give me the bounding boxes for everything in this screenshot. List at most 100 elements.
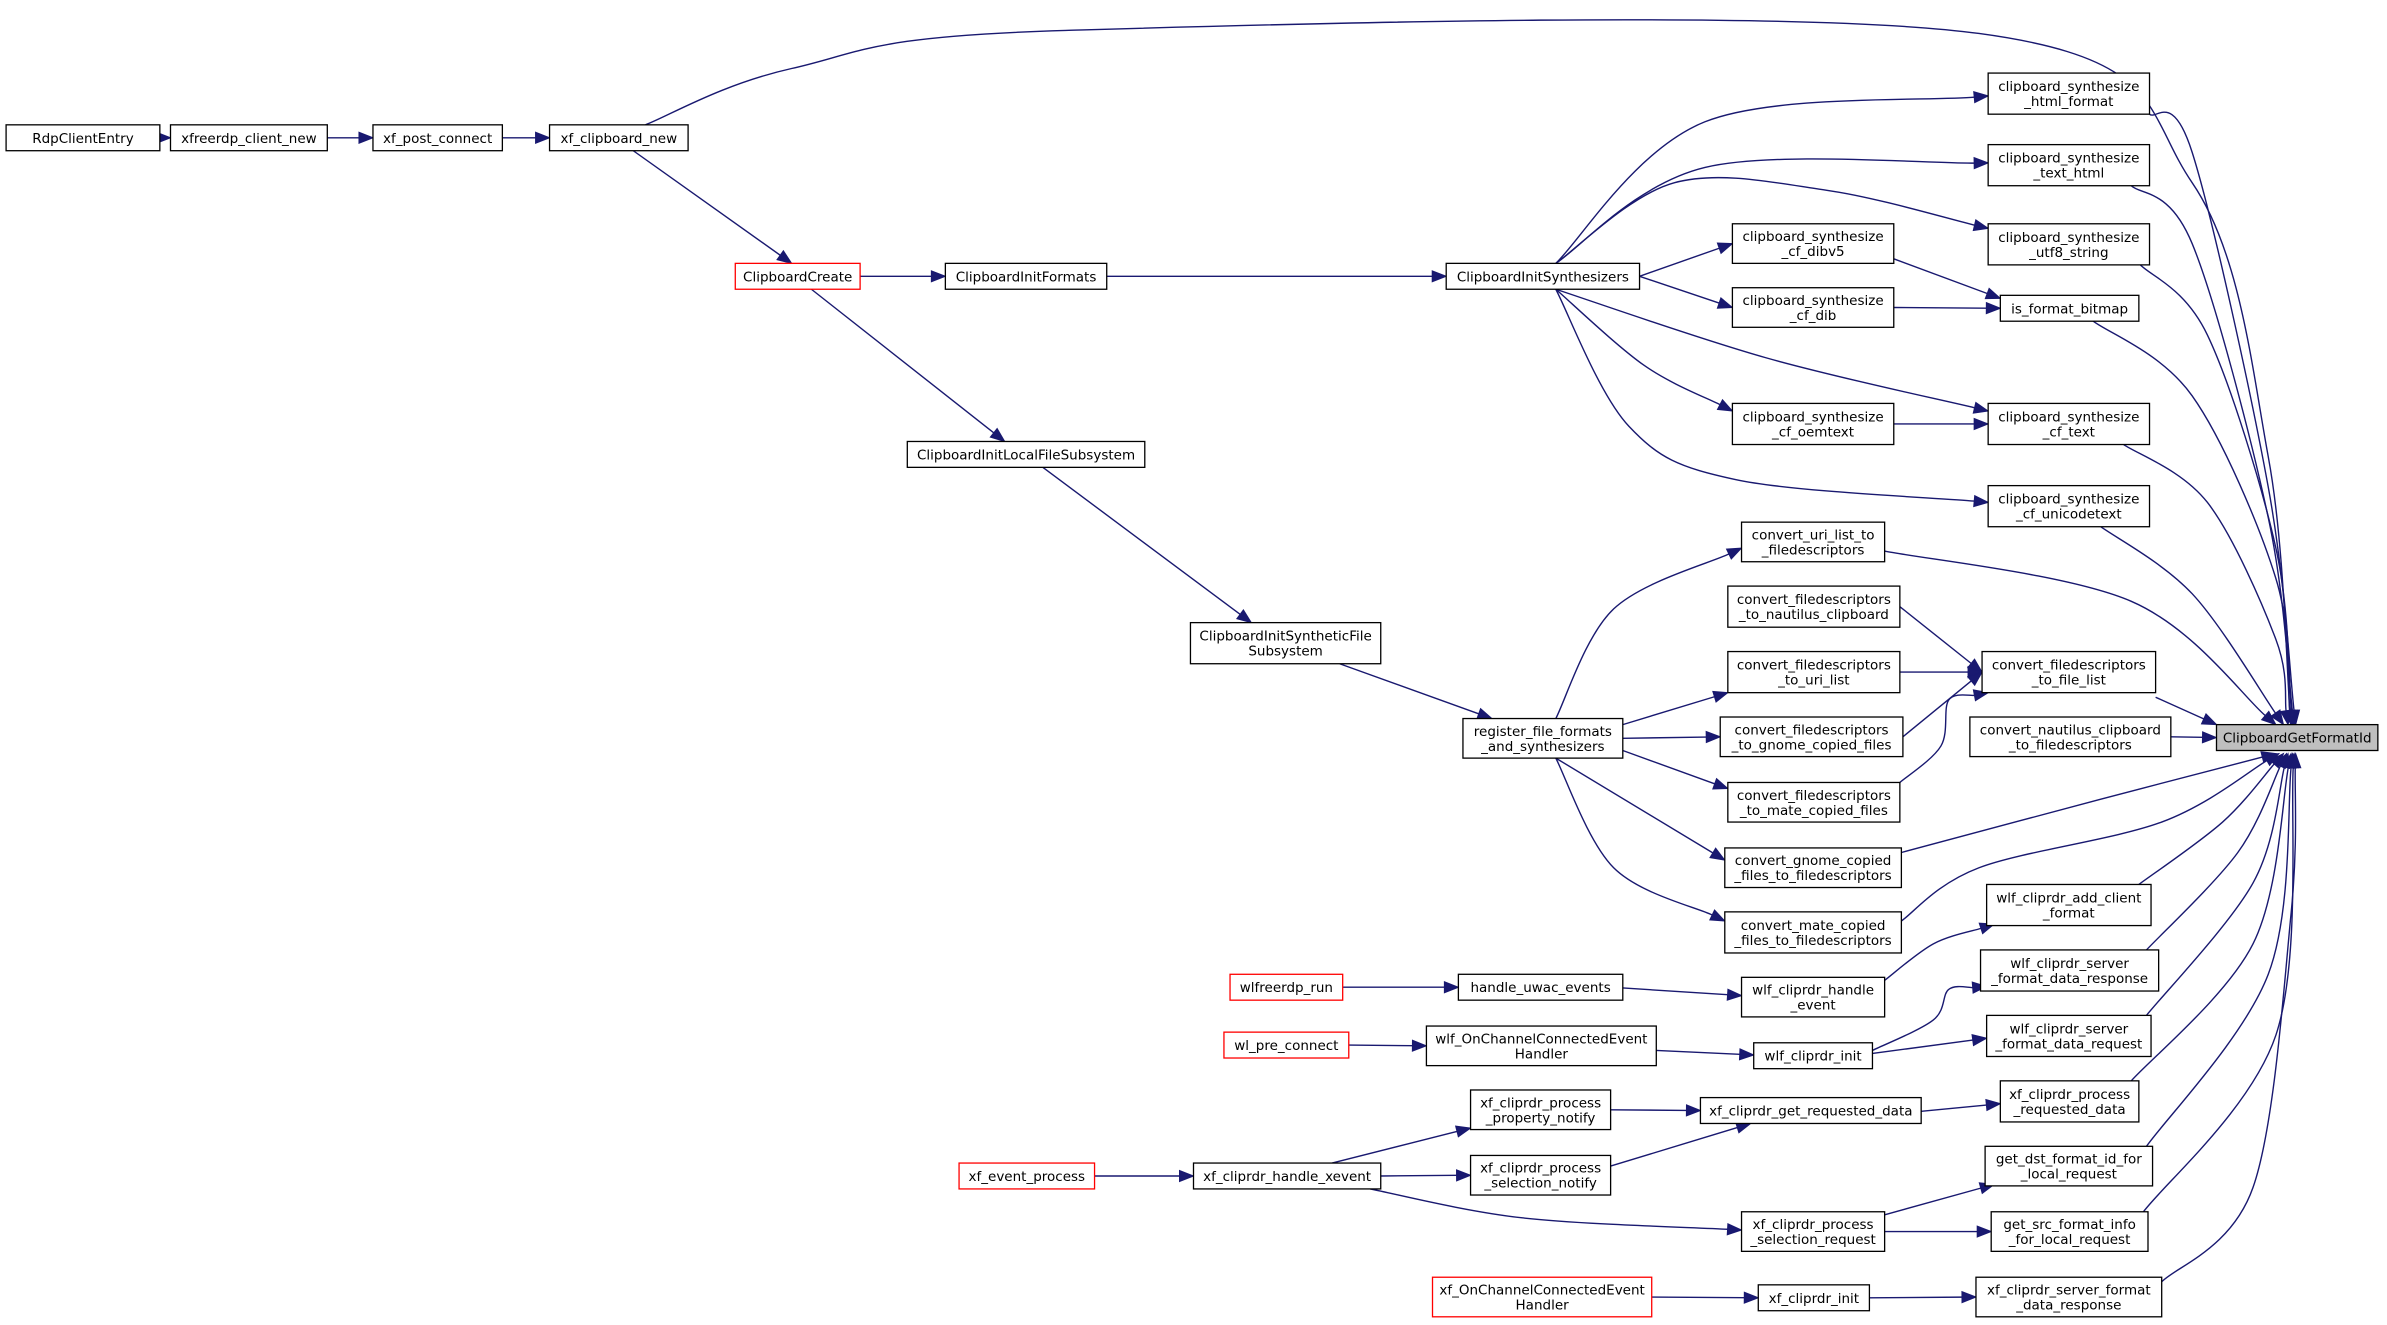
node-label: ClipboardCreate (743, 269, 852, 285)
node-wlf-add-client-format[interactable]: wlf_cliprdr_add_client_format (1985, 883, 2152, 927)
arrowhead (930, 270, 947, 283)
node-box (1969, 716, 2172, 758)
node-box (1189, 621, 1382, 665)
arrowhead (1725, 547, 1743, 560)
node-box (1999, 294, 2140, 322)
node-wl-pre-connect[interactable]: wl_pre_connect (1223, 1031, 1350, 1059)
node-xf-post-connect[interactable]: xf_post_connect (372, 124, 504, 152)
node-synth-cf-oemtext[interactable]: clipboard_synthesize_cf_oemtext (1731, 402, 1895, 446)
node-xf-cliprdr-init[interactable]: xf_cliprdr_init (1757, 1284, 1871, 1312)
node-xf-handle-xevent[interactable]: xf_cliprdr_handle_xevent (1192, 1162, 1382, 1190)
arrowhead (2260, 710, 2277, 726)
node-synth-text-html[interactable]: clipboard_synthesize_text_html (1987, 143, 2151, 187)
node-wlf-server-format-data-response[interactable]: wlf_cliprdr_server_format_data_response (1979, 949, 2160, 992)
node-synth-cf-unicodetext[interactable]: clipboard_synthesize_cf_unicodetext (1987, 484, 2151, 528)
edge-register_file_formats-to-convert_uri_list (1555, 547, 1743, 719)
node-box (1740, 976, 1886, 1018)
node-get-dst-format-id[interactable]: get_dst_format_id_for_local_request (1984, 1145, 2154, 1187)
node-wlfreerdp-run[interactable]: wlfreerdp_run (1229, 973, 1344, 1001)
edge-register_file_formats-to-convert_mate_fd (1555, 757, 1727, 922)
node-convert-nautilus-fd[interactable]: convert_nautilus_clipboard_to_filedescri… (1969, 716, 2172, 758)
node-label: convert_uri_list_to (1752, 527, 1875, 543)
edge-line (1884, 1187, 1981, 1216)
arrowhead (2279, 709, 2293, 726)
node-xf-process-selection-notify[interactable]: xf_cliprdr_process_selection_notify (1469, 1154, 1612, 1196)
edge-line (1348, 1044, 1413, 1047)
node-handle-uwac-events[interactable]: handle_uwac_events (1457, 973, 1624, 1001)
node-box (1469, 1089, 1612, 1131)
edge-xf_handle_xevent-to-xf_process_selection_request (1369, 1188, 1743, 1236)
node-convert-mate-fd[interactable]: convert_mate_copied_files_to_filedescrip… (1724, 911, 1903, 954)
node-label: _cf_dibv5 (1781, 244, 1845, 260)
edge-line (1555, 553, 1730, 719)
node-clipboard-init-synthesizers[interactable]: ClipboardInitSynthesizers (1445, 262, 1641, 290)
node-convert-gnome-fd[interactable]: convert_gnome_copied_files_to_filedescri… (1724, 847, 1903, 889)
edge-xf_post_connect-to-xf_clipboard_new (502, 131, 551, 145)
node-label: Handler (1516, 1298, 1570, 1314)
edge-clipboard_create-to-clipboard_init_local_file_subsystem (810, 288, 1006, 443)
node-convert-fd-gnome[interactable]: convert_filedescriptors_to_gnome_copied_… (1719, 716, 1904, 758)
node-wlf-handle-event[interactable]: wlf_cliprdr_handle_event (1740, 976, 1886, 1018)
arrowhead (1709, 909, 1727, 922)
node-wlf-server-format-data-request[interactable]: wlf_cliprdr_server_format_data_request (1985, 1014, 2152, 1058)
node-label: _cf_dib (1789, 308, 1837, 324)
node-xf-process-requested-data[interactable]: xf_cliprdr_process_requested_data (1999, 1080, 2140, 1123)
node-label: _event (1789, 998, 1835, 1014)
node-xf-get-requested-data[interactable]: xf_cliprdr_get_requested_data (1699, 1096, 1922, 1125)
edge-line (1339, 663, 1479, 715)
node-label: clipboard_synthesize (1743, 293, 1884, 309)
arrowhead (1972, 218, 1990, 232)
arrowhead (358, 131, 375, 145)
node-convert-fd-file-list[interactable]: convert_filedescriptors_to_file_list (1981, 650, 2157, 694)
node-label: _property_notify (1485, 1110, 1596, 1126)
node-clipboard-init-formats[interactable]: ClipboardInitFormats (944, 262, 1108, 290)
node-label: xf_cliprdr_process (1480, 1161, 1601, 1177)
node-label: _files_to_filedescriptors (1733, 868, 1891, 884)
node-wlf-cliprdr-init[interactable]: wlf_cliprdr_init (1753, 1042, 1874, 1070)
node-convert-fd-nautilus[interactable]: convert_filedescriptors_to_nautilus_clip… (1727, 585, 1901, 628)
node-label: _requested_data (2013, 1102, 2126, 1118)
node-is-format-bitmap[interactable]: is_format_bitmap (1999, 294, 2140, 322)
edge-wlfreerdp_run-to-handle_uwac_events (1342, 980, 1460, 994)
node-rdp-client-entry[interactable]: RdpClientEntry (5, 124, 161, 152)
node-xfreerdp-client-new[interactable]: xfreerdp_client_new (169, 124, 328, 152)
node-box (1987, 484, 2151, 528)
edge-xf_process_selection_request-to-get_src_format_info (1884, 1225, 1993, 1238)
edge-xfreerdp_client_new-to-xf_post_connect (327, 131, 375, 145)
node-xf-process-selection-request[interactable]: xf_cliprdr_process_selection_request (1740, 1211, 1886, 1252)
node-box (1229, 973, 1344, 1001)
node-synth-cf-text[interactable]: clipboard_synthesize_cf_text (1987, 402, 2151, 446)
node-convert-uri-list[interactable]: convert_uri_list_to_filedescriptors (1740, 521, 1886, 563)
node-label: _format (2042, 906, 2095, 922)
node-clipboard-init-local-file-subsystem[interactable]: ClipboardInitLocalFileSubsystem (906, 440, 1146, 469)
node-xf-event-process[interactable]: xf_event_process (958, 1162, 1096, 1190)
node-box (734, 262, 861, 290)
node-xf-process-property-notify[interactable]: xf_cliprdr_process_property_notify (1469, 1089, 1612, 1131)
node-box (944, 262, 1108, 290)
node-synth-html-format[interactable]: clipboard_synthesize_html_format (1987, 72, 2151, 115)
node-label: ClipboardInitFormats (956, 269, 1097, 285)
node-get-src-format-info[interactable]: get_src_format_info_for_local_request (1990, 1211, 2149, 1252)
edge-synth_cf_unicodetext-to-clipboard_get_format_id (2100, 526, 2285, 726)
arrowhead (1726, 1223, 1743, 1236)
node-synth-cf-dib[interactable]: clipboard_synthesize_cf_dib (1731, 287, 1895, 328)
edge-line (1884, 927, 1982, 981)
node-xf-clipboard-new[interactable]: xf_clipboard_new (548, 124, 689, 152)
edge-clipboard_init_synthesizers-to-synth_cf_dibv5 (1639, 242, 1734, 277)
edge-line (1899, 694, 1975, 783)
node-clipboard-get-format-id[interactable]: ClipboardGetFormatId (2215, 723, 2379, 752)
node-clipboard-create[interactable]: ClipboardCreate (734, 262, 861, 290)
edge-line (2145, 766, 2286, 1016)
node-label: clipboard_synthesize (1743, 229, 1884, 245)
node-convert-fd-uri[interactable]: convert_filedescriptors_to_uri_list (1727, 650, 1901, 694)
node-synth-utf8-string[interactable]: clipboard_synthesize_utf8_string (1987, 223, 2151, 266)
node-register-file-formats[interactable]: register_file_formats_and_synthesizers (1462, 717, 1624, 759)
edge-line (2170, 736, 2203, 739)
node-xf-server-format-data-response[interactable]: xf_cliprdr_server_format_data_response (1975, 1276, 2163, 1318)
node-label: convert_gnome_copied (1735, 853, 1892, 869)
node-synth-cf-dibv5[interactable]: clipboard_synthesize_cf_dibv5 (1731, 223, 1895, 265)
node-convert-fd-mate[interactable]: convert_filedescriptors_to_mate_copied_f… (1727, 781, 1901, 823)
